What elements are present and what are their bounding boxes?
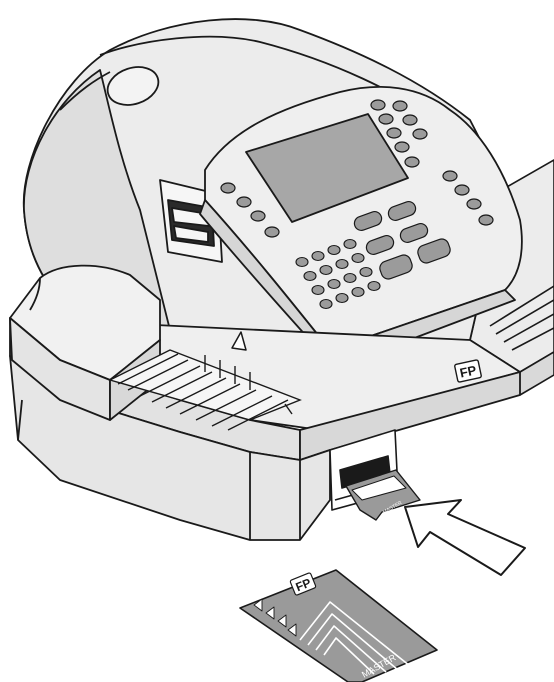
fp-logo-text: FP — [458, 362, 478, 380]
card-chevron-graphic — [299, 601, 411, 675]
right-column-top-keys — [392, 100, 428, 140]
feed-grooves — [108, 349, 302, 431]
control-panel — [199, 86, 523, 369]
inserted-card: MASTER — [345, 469, 421, 521]
far-right-keys — [442, 170, 494, 226]
function-keys — [353, 201, 451, 280]
left-soft-keys — [220, 182, 280, 238]
card-chevrons — [253, 598, 297, 637]
right-soft-keys — [370, 99, 420, 168]
numeric-keypad — [295, 238, 381, 310]
top-oval-cap — [106, 66, 160, 106]
fp-logo: FP — [454, 359, 482, 383]
triangle-up-icon — [231, 331, 247, 351]
arrow-icon — [404, 499, 526, 576]
loose-card: FP MASTER — [239, 569, 438, 682]
lcd-screen — [245, 113, 409, 223]
card-fp-logo: FP — [294, 576, 313, 595]
